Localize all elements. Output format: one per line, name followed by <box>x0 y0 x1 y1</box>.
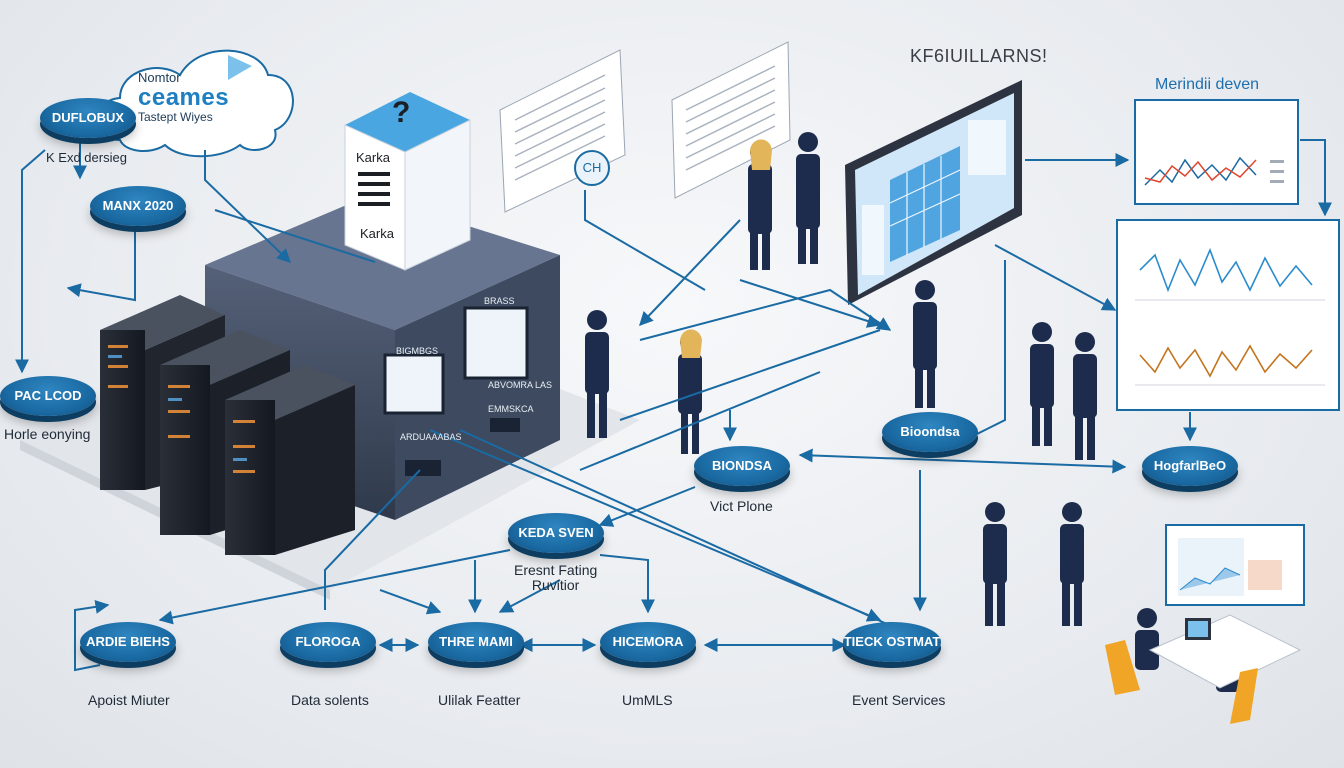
monitor-panel-1 <box>383 353 445 415</box>
node-tieck-ostmat[interactable]: TIECK OSTMAT <box>843 622 941 662</box>
chart-card-1 <box>1134 99 1299 205</box>
question-icon: ? <box>392 96 411 129</box>
cloud-title: ceames <box>138 84 230 111</box>
node-keda-sven[interactable]: KEDA SVEN <box>508 513 604 553</box>
caption-tieck-ostmat: Event Services <box>852 692 946 708</box>
caption-hicemora: UmMLS <box>622 692 673 708</box>
node-bioondsa[interactable]: Bioondsa <box>882 412 978 452</box>
caption-floroga: Data solents <box>291 692 369 708</box>
cloud-line-3: Tastept Wiyes <box>138 110 213 124</box>
node-manx-2020[interactable]: MANX 2020 <box>90 186 186 226</box>
document-1 <box>499 49 626 213</box>
server-label-4: ABVOMRA LAS <box>488 380 553 390</box>
node-hogfarlbeo[interactable]: HogfarlBeO <box>1142 446 1238 486</box>
caption-thre-mami: Ulilak Featter <box>438 692 521 708</box>
server-label-2: BRASS <box>484 296 515 306</box>
server-label-1: BIGMBGS <box>396 346 439 356</box>
vent-2 <box>490 418 520 432</box>
node-ardie-biehs[interactable]: ARDIE BIEHS <box>80 622 176 662</box>
report-card <box>1165 524 1305 606</box>
kafka-label-1: Karka <box>356 150 390 165</box>
dashboard-board <box>845 80 1022 305</box>
server-label-3: ARDUAAABAS <box>400 432 462 442</box>
vent-1 <box>405 460 441 476</box>
node-thre-mami[interactable]: THRE MAMI <box>428 622 524 662</box>
hair-details <box>680 139 772 358</box>
node-dufLobux[interactable]: DUFLOBUX <box>40 98 136 138</box>
dashboard-heading: Merindii deven <box>1155 76 1260 93</box>
caption-bionsda: Vict Plone <box>710 498 773 514</box>
top-right-heading: KF6IUILLARNS! <box>910 46 1048 66</box>
cloud-shape <box>96 49 294 158</box>
node-floroga[interactable]: FLOROGA <box>280 622 376 662</box>
play-icon <box>228 55 252 80</box>
caption-dufLobux: K Exd dersieg <box>46 150 127 165</box>
node-pac-lcod[interactable]: PAC LCOD <box>0 376 96 416</box>
server-racks <box>100 295 355 555</box>
node-bionsda[interactable]: BIONDSA <box>694 446 790 486</box>
kafka-box <box>344 92 471 271</box>
document-2 <box>671 41 791 199</box>
connectors <box>15 139 1332 672</box>
kafka-label-2: Karka <box>360 226 394 241</box>
ch-badge: CH <box>574 150 610 186</box>
caption-ardie-biehs: Apoist Miuter <box>88 692 170 708</box>
chart-card-2 <box>1116 219 1340 411</box>
monitor-panel-2 <box>463 306 529 380</box>
caption-pac-lcod: Horle eonying <box>4 426 91 442</box>
caption-keda-sven: Eresnt Fating Ruvitior <box>514 562 598 593</box>
node-hicemora[interactable]: HICEMORA <box>600 622 696 662</box>
cloud-line-1: Nomtor <box>138 70 181 85</box>
server-label-5: EMMSKCA <box>488 404 534 414</box>
office-desk <box>1105 614 1302 724</box>
